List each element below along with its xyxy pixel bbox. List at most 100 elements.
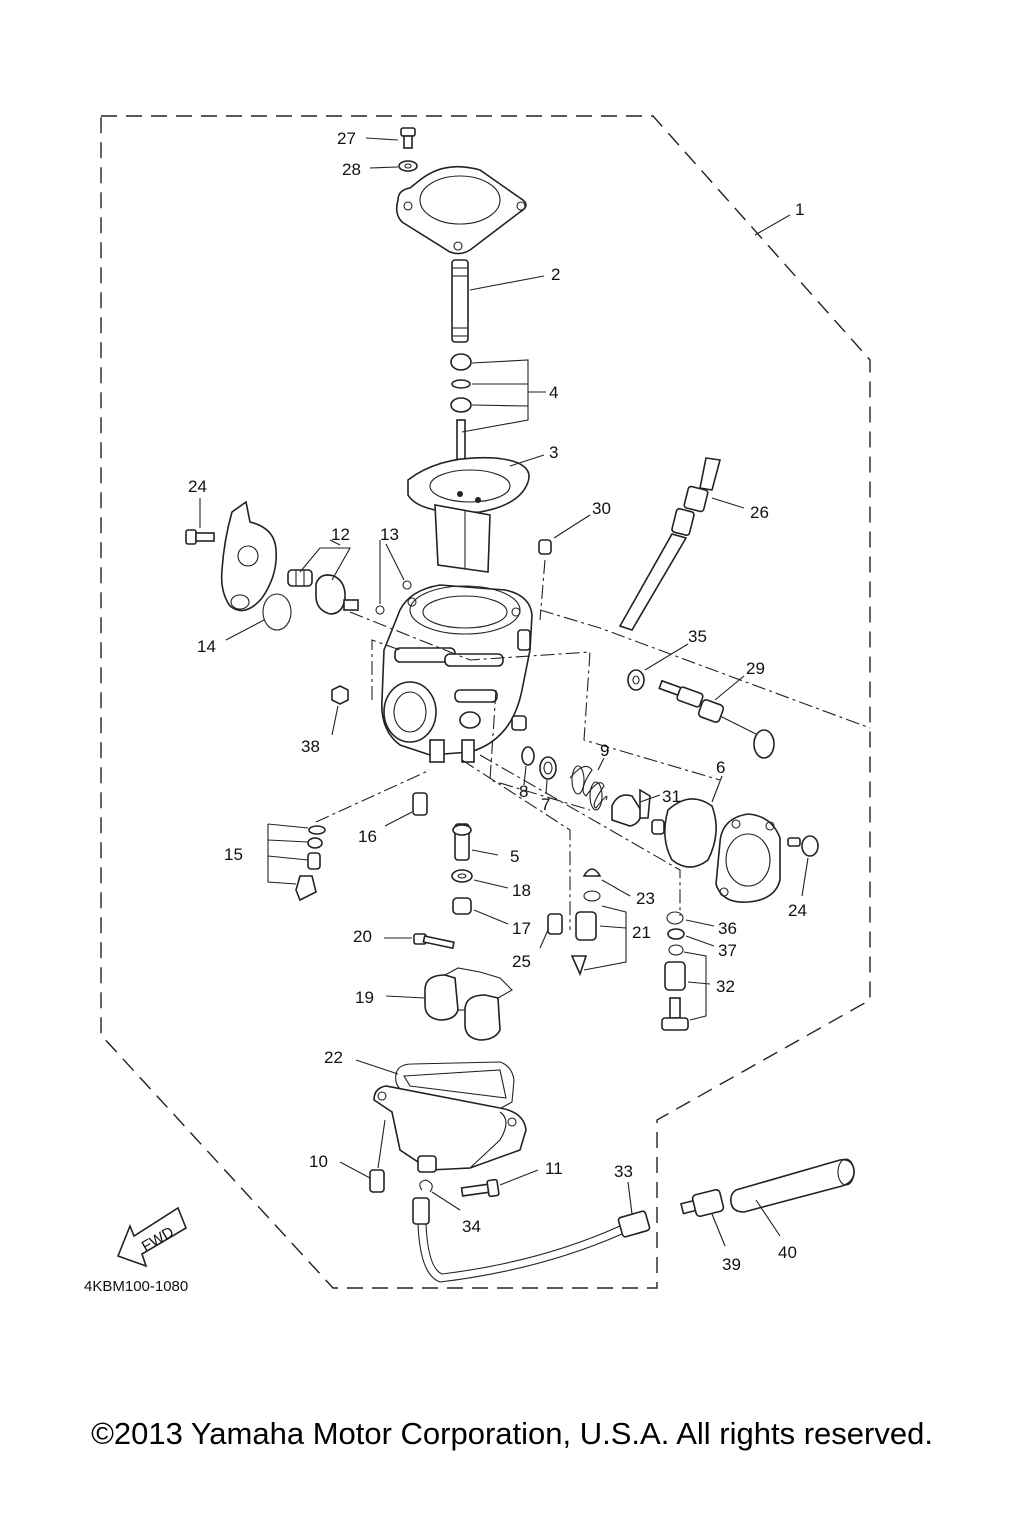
callout-21[interactable]: 21 — [632, 923, 651, 942]
part-oring-14[interactable] — [262, 593, 292, 631]
callout-14[interactable]: 14 — [197, 637, 216, 656]
part-float-19[interactable] — [424, 967, 513, 1041]
part-carburetor-body[interactable] — [381, 584, 533, 763]
part-pin-20[interactable] — [413, 933, 455, 950]
callout-31[interactable]: 31 — [662, 787, 681, 806]
callout-7[interactable]: 7 — [541, 795, 550, 814]
callout-9[interactable]: 9 — [600, 741, 609, 760]
leader-lines — [199, 137, 809, 1247]
callout-36[interactable]: 36 — [718, 919, 737, 938]
centerline-jet5 — [461, 759, 571, 930]
callout-18[interactable]: 18 — [512, 881, 531, 900]
part-hose-33[interactable] — [412, 1197, 651, 1283]
callout-10[interactable]: 10 — [309, 1152, 328, 1171]
centerline-accel — [539, 609, 871, 729]
assembly-boundary — [100, 115, 871, 1289]
part-needle-valve-21[interactable] — [570, 890, 601, 977]
part-float-bowl[interactable] — [373, 1085, 527, 1173]
callout-35[interactable]: 35 — [688, 627, 707, 646]
part-nut-38[interactable] — [331, 685, 349, 705]
callout-8[interactable]: 8 — [519, 782, 528, 801]
part-needle-set-4[interactable] — [450, 353, 472, 491]
callout-33[interactable]: 33 — [614, 1162, 633, 1181]
part-screw-set-32[interactable] — [661, 944, 689, 1031]
part-spring-2[interactable] — [451, 259, 469, 343]
part-diaphragm-6[interactable] — [664, 798, 717, 868]
part-oring-36[interactable] — [666, 911, 684, 925]
part-jet-25[interactable] — [547, 913, 563, 935]
part-spring-12[interactable] — [287, 569, 313, 587]
part-screw-27[interactable] — [400, 127, 416, 149]
part-washer-8[interactable] — [521, 746, 535, 766]
callout-38[interactable]: 38 — [301, 737, 320, 756]
part-washer-37[interactable] — [667, 928, 685, 940]
fwd-arrow-icon: FWD — [116, 1206, 187, 1268]
callout-24a[interactable]: 24 — [188, 477, 207, 496]
callout-39[interactable]: 39 — [722, 1255, 741, 1274]
part-pump-cover[interactable] — [715, 813, 781, 903]
callout-20[interactable]: 20 — [353, 927, 372, 946]
part-cable-26[interactable] — [618, 457, 722, 631]
callout-4[interactable]: 4 — [549, 383, 558, 402]
part-screw-24-right[interactable] — [787, 835, 819, 857]
part-oring-7[interactable] — [539, 756, 557, 780]
part-pilot-air-jet-15[interactable] — [295, 825, 326, 902]
centerline-jet15 — [315, 769, 431, 823]
part-drain-screw-11[interactable] — [460, 1178, 500, 1198]
part-piston-valve-3[interactable] — [407, 456, 530, 573]
part-washer-35[interactable] — [627, 669, 645, 691]
callout-6[interactable]: 6 — [716, 758, 725, 777]
callouts: 27 28 1 2 4 3 24 12 13 30 26 14 35 29 38… — [188, 129, 807, 1274]
callout-27[interactable]: 27 — [337, 129, 356, 148]
part-throttle-sensor-cover[interactable] — [220, 500, 278, 612]
callout-13[interactable]: 13 — [380, 525, 399, 544]
part-washer-28[interactable] — [398, 160, 418, 172]
callout-26[interactable]: 26 — [750, 503, 769, 522]
callout-25[interactable]: 25 — [512, 952, 531, 971]
callout-40[interactable]: 40 — [778, 1243, 797, 1262]
callout-28[interactable]: 28 — [342, 160, 361, 179]
callout-24b[interactable]: 24 — [788, 901, 807, 920]
part-hose-40[interactable] — [730, 1158, 855, 1213]
part-main-jet-17[interactable] — [452, 897, 472, 915]
callout-29[interactable]: 29 — [746, 659, 765, 678]
part-jet-16[interactable] — [412, 792, 428, 816]
part-top-cover[interactable] — [395, 165, 527, 255]
part-spring-9[interactable] — [569, 765, 608, 811]
part-clip-13[interactable] — [375, 580, 412, 615]
callout-3[interactable]: 3 — [549, 443, 558, 462]
callout-5[interactable]: 5 — [510, 847, 519, 866]
callout-32[interactable]: 32 — [716, 977, 735, 996]
callout-11[interactable]: 11 — [545, 1159, 563, 1178]
callout-22[interactable]: 22 — [324, 1048, 343, 1067]
centerline-30 — [539, 559, 546, 621]
centerline-pilot — [349, 611, 721, 781]
part-cap-23[interactable] — [582, 868, 602, 877]
callout-30[interactable]: 30 — [592, 499, 611, 518]
callout-2[interactable]: 2 — [551, 265, 560, 284]
part-screw-24-left[interactable] — [185, 529, 215, 545]
part-needle-jet-5[interactable] — [452, 823, 472, 861]
drawing-code: 4KBM100-1080 — [84, 1278, 188, 1295]
part-pilot-screw-29[interactable] — [658, 679, 775, 759]
callout-34[interactable]: 34 — [462, 1217, 481, 1236]
callout-17[interactable]: 17 — [512, 919, 531, 938]
callout-16[interactable]: 16 — [358, 827, 377, 846]
part-screw-10[interactable] — [369, 1169, 385, 1193]
callout-23[interactable]: 23 — [636, 889, 655, 908]
callout-12[interactable]: 12 — [331, 525, 350, 544]
part-clip-34[interactable] — [419, 1179, 433, 1193]
part-lever-31[interactable] — [611, 788, 665, 835]
centerline-36 — [479, 754, 681, 916]
callout-37[interactable]: 37 — [718, 941, 737, 960]
callout-15[interactable]: 15 — [224, 845, 243, 864]
copyright-notice: ©2013 Yamaha Motor Corporation, U.S.A. A… — [91, 1416, 933, 1451]
part-washer-18[interactable] — [451, 869, 473, 883]
part-plunger-12[interactable] — [315, 574, 359, 615]
part-cap-30[interactable] — [538, 539, 552, 555]
callout-1[interactable]: 1 — [795, 200, 804, 219]
callout-19[interactable]: 19 — [355, 988, 374, 1007]
part-joint-39[interactable] — [680, 1188, 725, 1218]
part-gasket-22[interactable] — [395, 1061, 515, 1113]
